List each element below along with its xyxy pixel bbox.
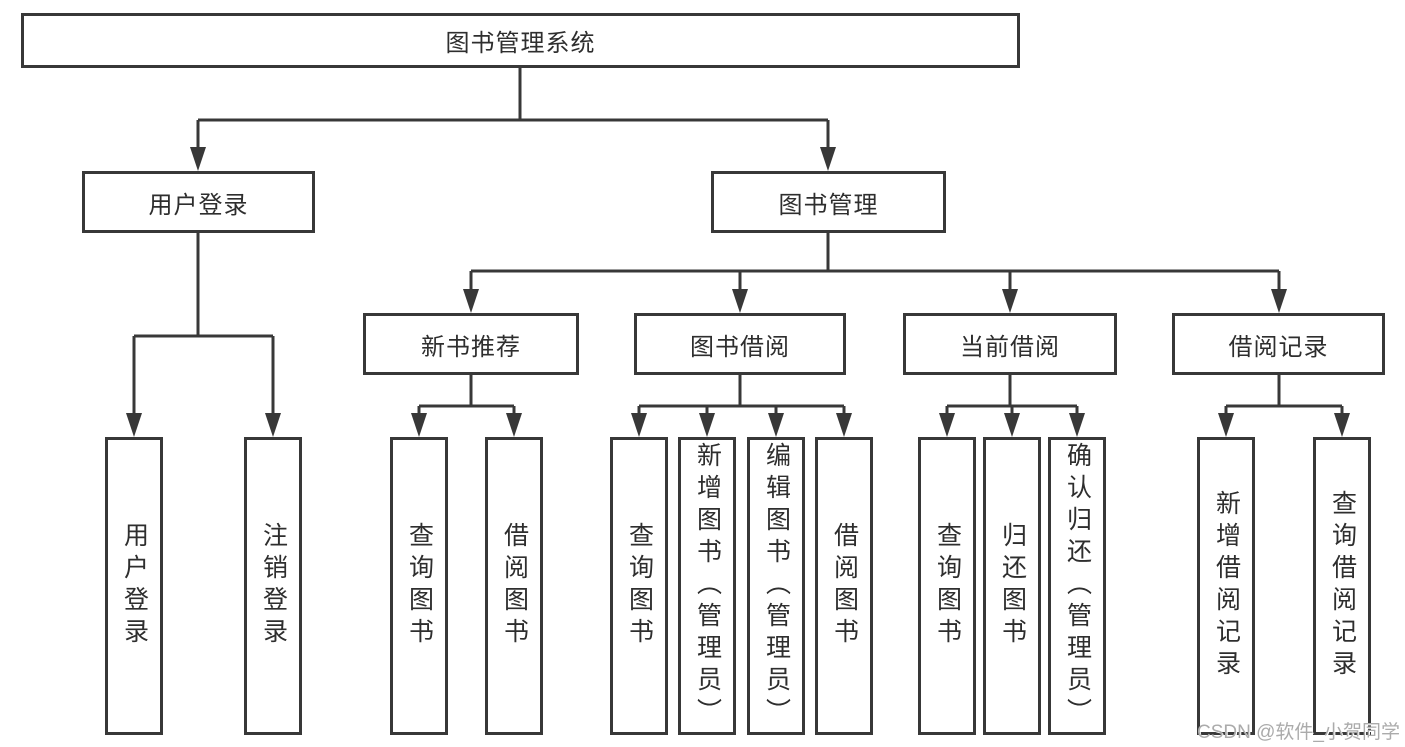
node-current-borrow: 当前借阅 (903, 313, 1117, 375)
node-library-management-system: 图书管理系统 (21, 13, 1020, 68)
node-label: 归还图书 (998, 522, 1027, 650)
node-label: 图书借阅 (690, 333, 790, 361)
leaf-confirm-return-admin: 确认归还（管理员） (1048, 437, 1106, 735)
leaf-return-books: 归还图书 (983, 437, 1041, 735)
edge-borrow-records (1224, 375, 1344, 416)
watermark: CSDN @软件_小贺同学 (1197, 722, 1400, 743)
leaf-borrow-books-recommend: 借阅图书 (485, 437, 543, 735)
leaf-add-book-admin: 新增图书（管理员） (678, 437, 736, 735)
leaf-logout: 注销登录 (244, 437, 302, 735)
leaf-add-borrow-record: 新增借阅记录 (1197, 437, 1255, 735)
leaf-query-borrow-record: 查询借阅记录 (1313, 437, 1371, 735)
node-user-login: 用户登录 (82, 171, 315, 233)
node-borrow-records: 借阅记录 (1172, 313, 1385, 375)
leaf-edit-book-admin: 编辑图书（管理员） (747, 437, 805, 735)
edge-book-management (469, 232, 1281, 292)
node-label: 查询图书 (405, 522, 434, 650)
node-label: 注销登录 (259, 522, 288, 650)
edge-user-login (132, 232, 275, 416)
leaf-user-login: 用户登录 (105, 437, 163, 735)
edge-current-borrow (945, 375, 1079, 416)
node-label: 编辑图书（管理员） (762, 442, 791, 730)
node-label: 查询图书 (933, 522, 962, 650)
node-book-management: 图书管理 (711, 171, 946, 233)
leaf-query-books-current: 查询图书 (918, 437, 976, 735)
node-label: 新书推荐 (421, 333, 521, 361)
node-label: 确认归还（管理员） (1063, 442, 1092, 730)
node-label: 用户登录 (120, 522, 149, 650)
node-label: 用户登录 (148, 191, 249, 219)
node-book-borrow: 图书借阅 (634, 313, 846, 375)
edge-root (196, 68, 830, 150)
node-label: 图书管理 (778, 191, 879, 219)
leaf-query-books-recommend: 查询图书 (390, 437, 448, 735)
node-label: 查询图书 (625, 522, 654, 650)
node-label: 当前借阅 (960, 333, 1060, 361)
edge-book-borrow (637, 375, 846, 416)
node-label: 图书管理系统 (445, 30, 596, 57)
node-label: 查询借阅记录 (1328, 490, 1357, 682)
leaf-borrow-books: 借阅图书 (815, 437, 873, 735)
leaf-query-books-borrow: 查询图书 (610, 437, 668, 735)
node-label: 新增借阅记录 (1212, 490, 1241, 682)
node-label: 借阅记录 (1228, 333, 1329, 361)
edge-new-book (417, 375, 516, 416)
node-label: 借阅图书 (830, 522, 859, 650)
node-label: 借阅图书 (500, 522, 529, 650)
arrowheads (126, 147, 1350, 437)
node-new-book-recommend: 新书推荐 (363, 313, 579, 375)
node-label: 新增图书（管理员） (693, 442, 722, 730)
